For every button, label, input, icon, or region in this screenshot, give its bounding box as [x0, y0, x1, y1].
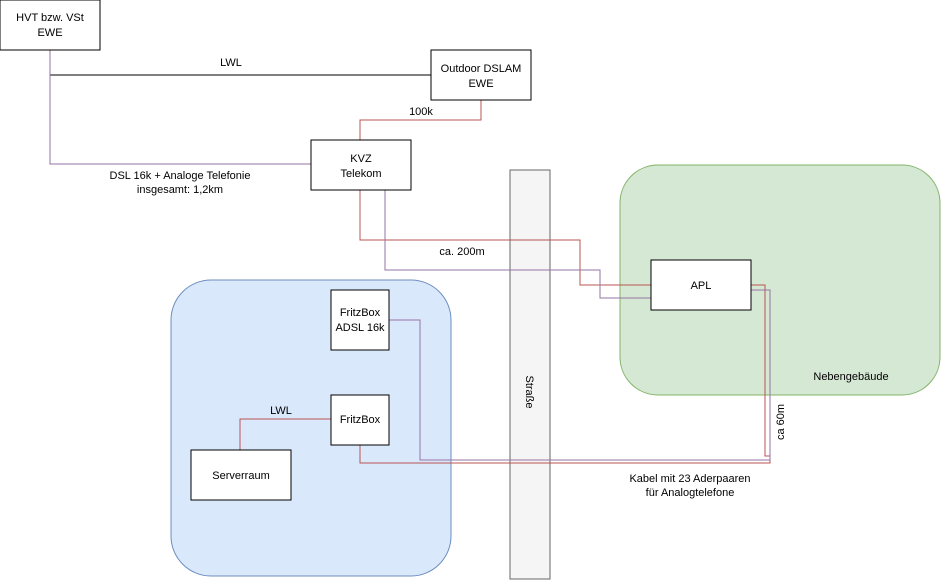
node-hvt[interactable]: HVT bzw. VSt EWE — [0, 0, 101, 51]
edge-label-dsl-1: DSL 16k + Analoge Telefonie — [110, 170, 251, 182]
edge-label-lwl-server: LWL — [270, 405, 292, 417]
node-serverraum-label: Serverraum — [212, 470, 269, 482]
node-hvt-label-1: HVT bzw. VSt — [16, 12, 84, 24]
copper-line-apl-fritzbox-adsl-purple — [389, 289, 771, 461]
node-fritzbox-adsl-label-2: ADSL 16k — [335, 322, 385, 334]
node-fritzbox[interactable]: FritzBox — [330, 394, 390, 446]
fiber-line-fritzbox-serverraum — [239, 418, 331, 450]
street-label: Straße — [523, 375, 535, 408]
node-dslam[interactable]: Outdoor DSLAM EWE — [430, 49, 532, 101]
node-kvz-label-1: KVZ — [350, 153, 372, 165]
node-kvz[interactable]: KVZ Telekom — [310, 139, 412, 191]
edge-label-lwl-top: LWL — [220, 57, 242, 69]
street — [509, 169, 551, 580]
node-kvz-label-2: Telekom — [341, 168, 382, 180]
copper-line-kvz-apl-red — [359, 190, 651, 286]
node-dslam-label-2: EWE — [468, 78, 493, 90]
edge-label-ca200: ca. 200m — [439, 246, 484, 258]
copper-line-dslam-kvz — [359, 100, 482, 140]
node-dslam-label-1: Outdoor DSLAM — [441, 63, 522, 75]
copper-line-kvz-apl-purple — [384, 190, 651, 299]
annex-building-label: Nebengebäude — [813, 371, 888, 383]
annex-building-area — [619, 164, 941, 396]
node-fritzbox-label: FritzBox — [340, 414, 381, 426]
node-fritzbox-adsl-label-1: FritzBox — [340, 307, 381, 319]
node-fritzbox-adsl[interactable]: FritzBox ADSL 16k — [330, 289, 390, 351]
node-apl-label: APL — [691, 280, 712, 292]
dsl-line-hvt-kvz — [49, 50, 311, 165]
main-building-area — [170, 279, 452, 577]
edge-label-ca60: ca 60m — [775, 404, 787, 440]
edge-label-100k: 100k — [409, 106, 433, 118]
edge-label-dsl-2: insgesamt: 1,2km — [137, 184, 223, 196]
edge-label-kabel-2: für Analogtelefone — [646, 487, 735, 499]
node-hvt-label-2: EWE — [37, 27, 62, 39]
edge-label-kabel-1: Kabel mit 23 Aderpaaren — [629, 473, 750, 485]
node-apl[interactable]: APL — [650, 259, 752, 311]
node-serverraum[interactable]: Serverraum — [190, 449, 292, 501]
